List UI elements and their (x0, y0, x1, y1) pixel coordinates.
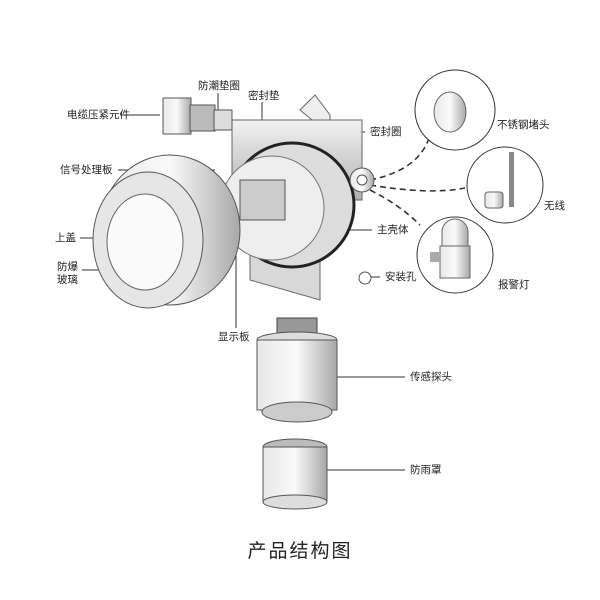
label-sensor-probe: 传感探头 (410, 371, 452, 383)
label-main-housing: 主壳体 (377, 224, 409, 236)
steel-plug-callout (414, 69, 496, 151)
label-seal-pad: 密封垫 (248, 90, 280, 102)
label-glass-line2: 玻璃 (57, 274, 78, 286)
label-steel-plug: 不锈钢堵头 (497, 119, 550, 131)
alarm-light-callout (416, 216, 494, 294)
label-mount-hole: 安装孔 (385, 271, 417, 283)
label-moisture-gasket: 防潮垫圈 (198, 80, 240, 92)
main-housing-drawing (219, 94, 375, 301)
label-glass-line1: 防爆 (57, 261, 78, 273)
label-display-board: 显示板 (218, 331, 250, 343)
label-seal-ring: 密封圈 (370, 126, 402, 138)
option-dashed-lines (369, 134, 466, 226)
label-signal-board: 信号处理板 (60, 164, 113, 176)
rain-cover-drawing (262, 438, 328, 510)
label-rain-cover: 防雨罩 (410, 464, 442, 476)
wireless-callout (466, 146, 544, 224)
sensor-probe-drawing (256, 317, 338, 423)
label-cable-gland: 电缆压紧元件 (67, 109, 130, 121)
label-top-cover: 上盖 (55, 232, 76, 244)
top-cover-drawing (92, 154, 241, 309)
cable-gland-drawing (162, 97, 233, 135)
diagram-title: 产品结构图 (247, 540, 353, 562)
label-wireless: 无线 (544, 200, 565, 212)
label-alarm-light: 报警灯 (498, 279, 530, 291)
